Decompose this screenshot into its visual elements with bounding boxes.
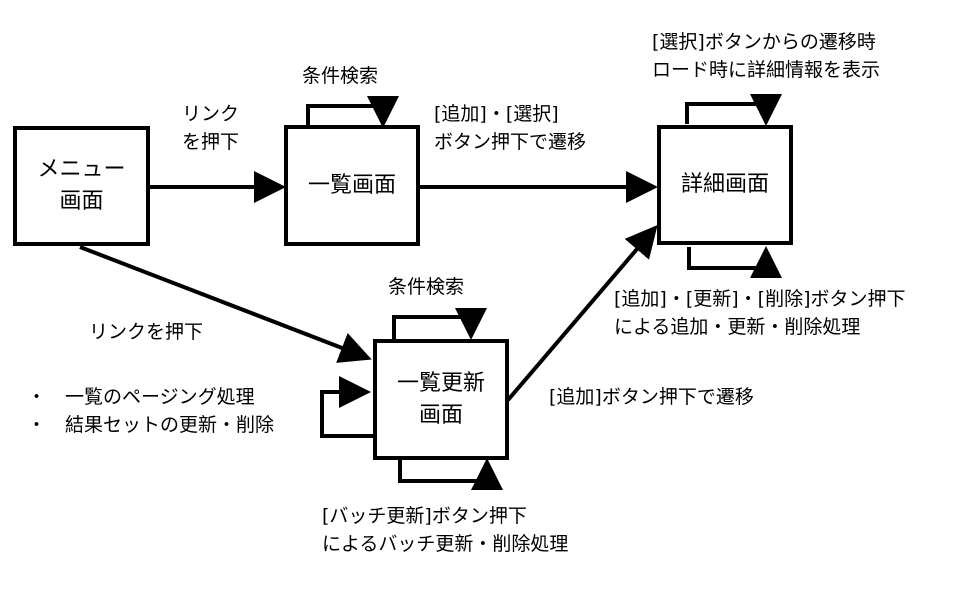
self-loop-list-update-paging <box>320 376 373 438</box>
label-list-update-features: ・ 一覧のページング処理 ・ 結果セットの更新・削除 <box>27 386 275 436</box>
label-add-transition: [追加]ボタン押下で遷移 <box>549 386 754 408</box>
arrow-list-update-to-detail <box>506 224 658 402</box>
list-screen-label: 一覧画面 <box>307 172 396 198</box>
menu-screen-label-1: メニュー <box>37 157 126 182</box>
self-loop-list-update-search <box>392 308 487 340</box>
menu-screen-node: メニュー 画面 <box>13 126 150 246</box>
label-batch-operations: [バッチ更新]ボタン押下 によるバッチ更新・削除処理 <box>322 505 569 555</box>
self-loop-list-search <box>306 96 399 128</box>
menu-screen-label-2: 画面 <box>59 189 104 214</box>
label-search-list: 条件検索 <box>302 65 379 87</box>
self-loop-detail-load <box>685 94 782 126</box>
arrow-menu-to-list-update <box>79 245 372 363</box>
self-loop-detail-ops <box>687 246 782 278</box>
label-link-press: リンク を押下 <box>182 103 240 153</box>
label-detail-load: [選択]ボタンからの遷移時 ロード時に詳細情報を表示 <box>652 31 881 81</box>
label-detail-operations: [追加]・[更新]・[削除]ボタン押下 による追加・更新・削除処理 <box>614 288 906 338</box>
label-link-press-2: リンクを押下 <box>89 321 204 343</box>
list-update-screen-label-1: 一覧更新 <box>396 370 485 396</box>
detail-screen-label: 詳細画面 <box>680 172 769 197</box>
list-update-screen-node: 一覧更新 画面 <box>373 339 509 460</box>
list-screen-node: 一覧画面 <box>284 125 420 246</box>
detail-screen-node: 詳細画面 <box>657 125 793 245</box>
self-loop-list-update-batch <box>398 458 503 490</box>
label-add-select-transition: [追加]・[選択] ボタン押下で遷移 <box>434 103 587 153</box>
label-search-list-update: 条件検索 <box>388 276 465 298</box>
list-update-screen-label-2: 画面 <box>418 402 463 428</box>
